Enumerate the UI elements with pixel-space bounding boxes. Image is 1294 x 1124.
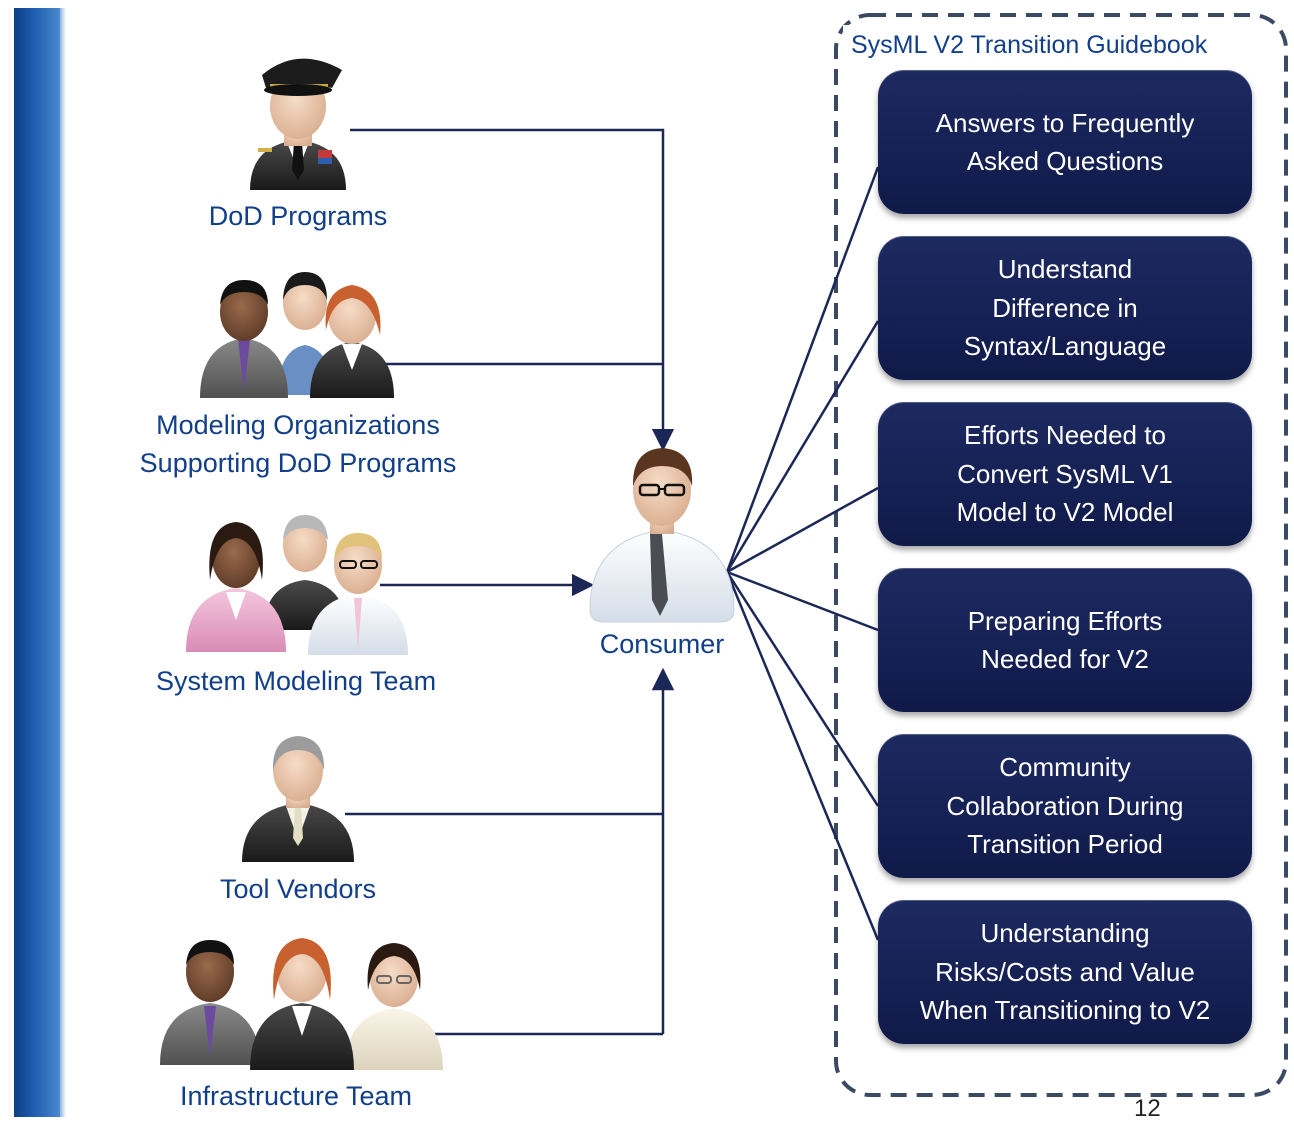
tool-vendor-icon (242, 736, 354, 862)
left-accent-bar (14, 8, 60, 1117)
consumer-icon (589, 448, 735, 623)
connector-guidebook-item-3 (726, 486, 879, 574)
guidebook-title: SysML V2 Transition Guidebook (843, 25, 1216, 65)
stakeholder-label-tool-vendors: Tool Vendors (219, 874, 377, 904)
stakeholder-label-modeling-organizations: Modeling Organizations Supporting DoD Pr… (139, 410, 457, 478)
guidebook-item-preparing-efforts: Preparing Efforts Needed for V2 (878, 568, 1252, 712)
guidebook-item-syntax-difference: Understand Difference in Syntax/Language (878, 236, 1252, 380)
guidebook-item-conversion-efforts: Efforts Needed to Convert SysML V1 Model… (878, 402, 1252, 546)
guidebook-item-text: Preparing Efforts Needed for V2 (967, 605, 1163, 675)
guidebook-connectors (725, 166, 880, 941)
connector-guidebook-item-2 (725, 320, 880, 573)
consumer-label: Consumer (599, 629, 725, 659)
system-modeling-team-icon (186, 515, 408, 655)
page-number: 12 (1134, 1095, 1161, 1122)
connector-guidebook-item-1 (725, 166, 880, 573)
guidebook-item-text: Understanding Risks/Costs and Value When… (919, 918, 1211, 1026)
connector-dod-programs (350, 128, 675, 452)
guidebook-item-community-collaboration: Community Collaboration During Transitio… (878, 734, 1252, 878)
connector-guidebook-item-5 (725, 571, 880, 807)
guidebook-item-text: Community Collaboration During Transitio… (946, 752, 1184, 860)
left-accent-bar-highlight (60, 8, 66, 1117)
infrastructure-team-icon (160, 938, 443, 1070)
guidebook-item-text: Answers to Frequently Asked Questions (935, 107, 1195, 177)
connector-guidebook-item-6 (725, 571, 880, 941)
guidebook-item-text: Efforts Needed to Convert SysML V1 Model… (956, 420, 1174, 528)
modeling-organizations-icon (200, 272, 394, 398)
guidebook-dashed-border (834, 13, 1288, 1097)
stakeholder-label-infrastructure-team: Infrastructure Team (179, 1081, 413, 1111)
guidebook-item-faq: Answers to Frequently Asked Questions (878, 70, 1252, 214)
military-officer-icon (250, 58, 346, 190)
connector-guidebook-item-4 (726, 570, 879, 632)
stakeholder-connectors (345, 128, 675, 1036)
guidebook-item-risks-costs: Understanding Risks/Costs and Value When… (878, 900, 1252, 1044)
stakeholder-label-dod-programs: DoD Programs (208, 201, 388, 231)
guidebook-item-text: Understand Difference in Syntax/Language (963, 254, 1167, 362)
stakeholder-label-system-modeling-team: System Modeling Team (155, 666, 437, 696)
